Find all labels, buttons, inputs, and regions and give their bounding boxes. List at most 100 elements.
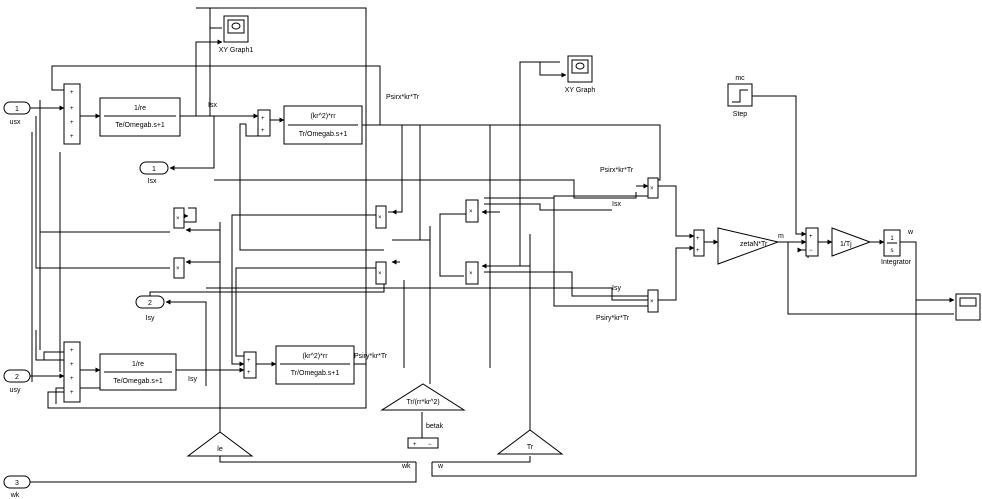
multiply-icon: × <box>378 215 382 221</box>
sum-bottom-left[interactable]: + + + + <box>63 341 81 403</box>
signal-psirx1: Psirx*kr*Tr <box>386 94 420 101</box>
step-label: Step <box>733 111 748 118</box>
inport-2-number: 2 <box>15 374 19 381</box>
sum-torque[interactable]: + + <box>693 229 705 257</box>
gain-le[interactable]: le <box>186 431 254 457</box>
tf-rotor-x[interactable]: (kr^2)*rr Tr/Omegab.s+1 <box>283 105 363 145</box>
gain-tj-label: 1/Tj <box>840 241 852 248</box>
scope-screen-icon <box>571 59 589 74</box>
step-icon <box>732 89 748 103</box>
product-4[interactable]: × <box>375 261 387 285</box>
tf-stator-x[interactable]: 1/re Te/Omegab.s+1 <box>99 97 181 137</box>
inport-2[interactable]: 2 usy <box>3 369 31 394</box>
sum-load[interactable]: + − <box>805 227 819 257</box>
scope-screen-icon <box>227 19 245 34</box>
product-7[interactable]: × <box>647 177 659 199</box>
xy-graph-block[interactable]: XY Graph <box>565 55 596 94</box>
sign-plus: + <box>70 390 74 396</box>
scope-screen-icon <box>959 297 977 307</box>
product-5[interactable]: × <box>465 199 479 223</box>
gain-zeta-label: zetaN*Tr <box>740 241 768 248</box>
tf-stator-y[interactable]: 1/re Te/Omegab.s+1 <box>99 353 177 391</box>
sign-plus: + <box>70 90 74 96</box>
tf-numerator: (kr^2)*rr <box>310 113 336 120</box>
inport-3-label: wk <box>10 492 20 499</box>
sign-minus: − <box>428 442 432 448</box>
outport-2-label: Isy <box>146 315 155 322</box>
signal-isy2: Isy <box>612 285 621 292</box>
outport-1-label: Isx <box>148 178 157 185</box>
outport-2-number: 2 <box>148 300 152 307</box>
step-block[interactable]: mc Step <box>727 75 753 118</box>
gain-beta-label: Tr/(rr*kr^2) <box>406 399 439 406</box>
sign-plus: + <box>70 134 74 140</box>
gain-tj[interactable]: 1/Tj <box>831 227 872 257</box>
signal-isx: Isx <box>208 102 217 109</box>
inport-1[interactable]: 1 usx <box>3 101 31 126</box>
tf-numerator: 1/re <box>134 105 146 112</box>
inport-1-number: 1 <box>15 106 19 113</box>
tf-denominator: Tr/Omegab.s+1 <box>299 131 348 138</box>
multiply-icon: × <box>469 209 473 215</box>
signal-psiry1: Psiry*kr*Tr <box>354 353 388 360</box>
multiply-icon: × <box>650 186 654 192</box>
product-8[interactable]: × <box>647 289 659 313</box>
signal-psiry2: Psiry*kr*Tr <box>596 315 630 322</box>
sign-plus: + <box>247 358 251 364</box>
outport-1-number: 1 <box>152 166 156 173</box>
sign-plus: + <box>70 376 74 382</box>
gain-tr-label: Tr <box>527 444 534 451</box>
multiply-icon: × <box>176 216 180 222</box>
outport-2[interactable]: 2 Isy <box>135 295 165 322</box>
signal-isy: Isy <box>188 376 197 383</box>
signal-w-in: w <box>437 463 444 470</box>
multiply-icon: × <box>176 266 180 272</box>
gain-le-label: le <box>217 446 223 453</box>
xy-graph1-label: XY Graph1 <box>219 47 254 54</box>
product-3[interactable]: × <box>375 205 387 229</box>
gain-beta[interactable]: Tr/(rr*kr^2) <box>380 383 466 411</box>
tf-denominator: Te/Omegab.s+1 <box>113 378 163 385</box>
sign-plus: + <box>261 128 265 134</box>
inport-3-number: 3 <box>15 480 19 487</box>
signal-psirx2: Psirx*kr*Tr <box>600 167 634 174</box>
product-6[interactable]: × <box>465 261 479 285</box>
signal-lines <box>30 7 955 483</box>
signal-m: m <box>778 233 784 240</box>
sign-plus: + <box>696 248 700 254</box>
integrator-label: Integrator <box>881 259 912 266</box>
sign-plus: + <box>70 120 74 126</box>
tf-numerator: (kr^2)*rr <box>302 353 328 360</box>
sign-minus: − <box>809 248 813 254</box>
tf-rotor-y[interactable]: (kr^2)*rr Tr/Omegab.s+1 <box>275 345 355 385</box>
inport-3[interactable]: 3 wk <box>3 475 31 499</box>
integrator-block[interactable]: 1 s Integrator <box>881 229 912 266</box>
sign-plus: + <box>696 236 700 242</box>
product-2[interactable]: × <box>173 257 185 279</box>
sign-plus: + <box>70 362 74 368</box>
gain-zeta[interactable]: zetaN*Tr <box>717 227 780 265</box>
sum-top-left[interactable]: + + + + <box>63 83 81 145</box>
inport-1-label: usx <box>10 119 21 126</box>
multiply-icon: × <box>378 271 382 277</box>
signal-wk: wk <box>401 463 411 470</box>
signal-isx2: Isx <box>612 201 621 208</box>
multiply-icon: × <box>650 299 654 305</box>
xy-graph1-block[interactable]: XY Graph1 <box>219 15 254 54</box>
tf-denominator: Te/Omegab.s+1 <box>115 122 165 129</box>
sum-wk[interactable]: + − <box>407 437 439 449</box>
sign-plus: + <box>70 106 74 112</box>
outport-1[interactable]: 1 Isx <box>139 161 169 185</box>
scope-block[interactable] <box>955 293 981 321</box>
gain-tr[interactable]: Tr <box>496 429 564 455</box>
sign-plus: + <box>70 348 74 354</box>
sum-rotor-y[interactable]: + + <box>243 351 257 379</box>
sign-plus: + <box>247 370 251 376</box>
sum-rotor-x[interactable]: + + <box>257 109 271 137</box>
sign-plus: + <box>413 442 417 448</box>
multiply-icon: × <box>469 271 473 277</box>
tf-numerator: 1/re <box>132 361 144 368</box>
tf-denominator: Tr/Omegab.s+1 <box>291 370 340 377</box>
product-1[interactable]: × <box>173 207 185 229</box>
